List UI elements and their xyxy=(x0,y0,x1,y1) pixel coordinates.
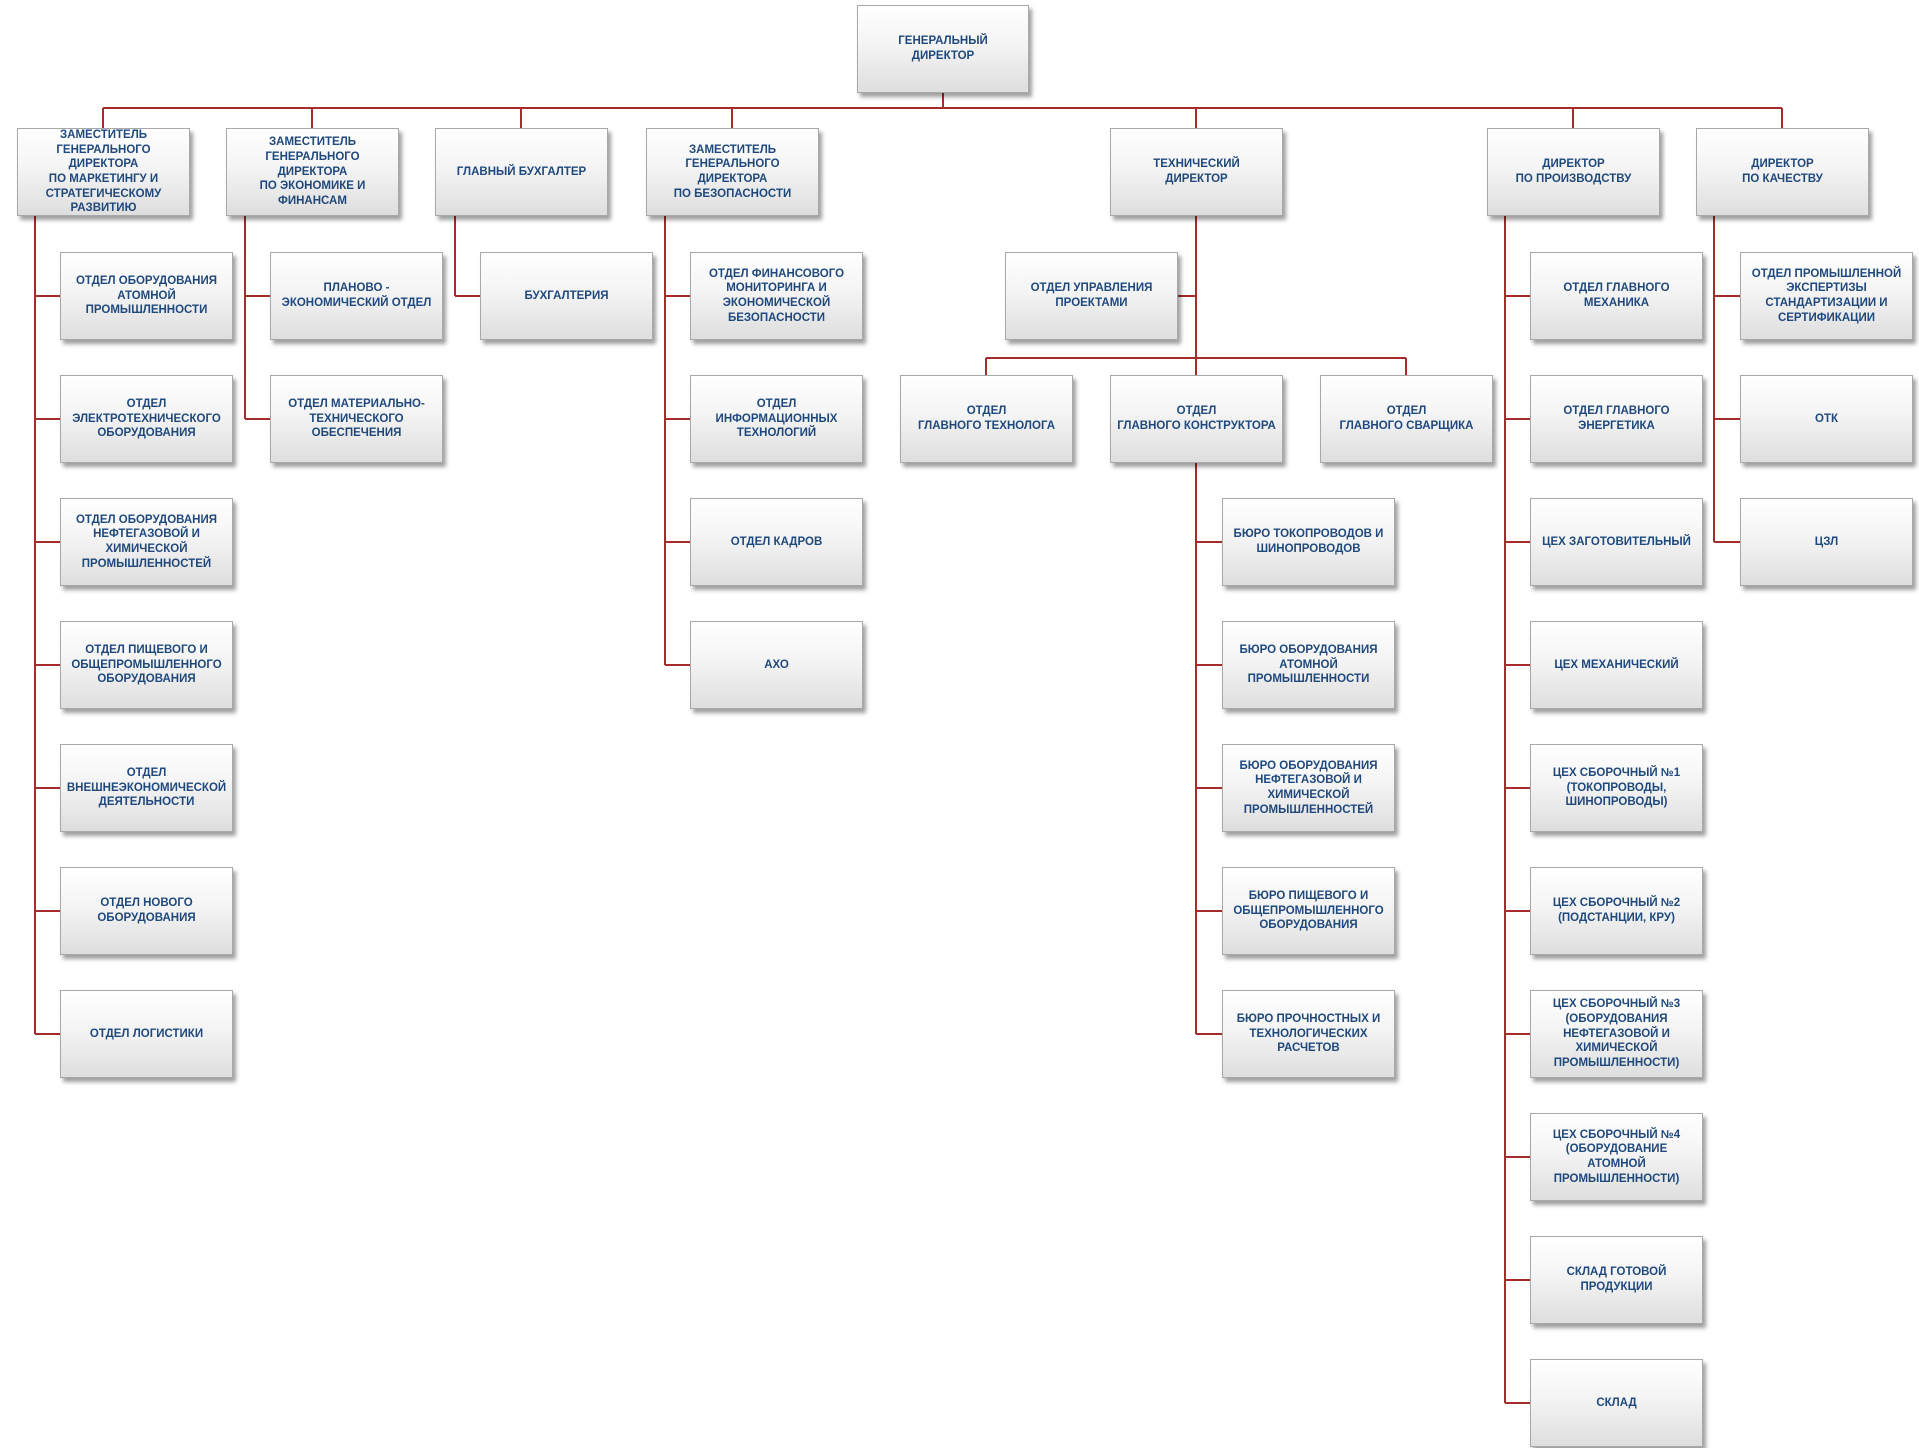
org-node-chief-accountant: ГЛАВНЫЙ БУХГАЛТЕР xyxy=(435,128,608,216)
org-node-s3: ОТДЕЛ КАДРОВ xyxy=(690,498,863,586)
org-node-q3: ЦЗЛ xyxy=(1740,498,1913,586)
org-node-p7: ЦЕХ СБОРОЧНЫЙ №3 (ОБОРУДОВАНИЯ НЕФТЕГАЗО… xyxy=(1530,990,1703,1078)
org-node-e2: ОТДЕЛ МАТЕРИАЛЬНО- ТЕХНИЧЕСКОГО ОБЕСПЕЧЕ… xyxy=(270,375,443,463)
org-node-q1: ОТДЕЛ ПРОМЫШЛЕННОЙ ЭКСПЕРТИЗЫ СТАНДАРТИЗ… xyxy=(1740,252,1913,340)
org-node-label: ОТДЕЛ КАДРОВ xyxy=(730,535,823,548)
org-node-label: ОТДЕЛ ГЛАВНОГО КОНСТРУКТОРА xyxy=(1117,405,1276,432)
org-node-quality-director: ДИРЕКТОР ПО КАЧЕСТВУ xyxy=(1696,128,1869,216)
org-node-p1: ОТДЕЛ ГЛАВНОГО МЕХАНИКА xyxy=(1530,252,1703,340)
org-node-b3: БЮРО ОБОРУДОВАНИЯ НЕФТЕГАЗОВОЙ И ХИМИЧЕС… xyxy=(1222,744,1395,832)
org-node-label: ЦЕХ СБОРОЧНЫЙ №1 (ТОКОПРОВОДЫ, ШИНОПРОВО… xyxy=(1552,766,1681,809)
org-node-label: ОТДЕЛ ГЛАВНОГО МЕХАНИКА xyxy=(1563,282,1670,309)
org-node-label: ДИРЕКТОР ПО ПРОИЗВОДСТВУ xyxy=(1515,158,1632,185)
org-node-prod-director: ДИРЕКТОР ПО ПРОИЗВОДСТВУ xyxy=(1487,128,1660,216)
org-node-p8: ЦЕХ СБОРОЧНЫЙ №4 (ОБОРУДОВАНИЕ АТОМНОЙ П… xyxy=(1530,1113,1703,1201)
org-node-label: ЦЕХ ЗАГОТОВИТЕЛЬНЫЙ xyxy=(1542,535,1691,548)
org-node-label: БЮРО ПИЩЕВОГО И ОБЩЕПРОМЫШЛЕННОГО ОБОРУД… xyxy=(1233,889,1384,932)
org-node-m4: ОТДЕЛ ПИЩЕВОГО И ОБЩЕПРОМЫШЛЕННОГО ОБОРУ… xyxy=(60,621,233,709)
org-node-p9: СКЛАД ГОТОВОЙ ПРОДУКЦИИ xyxy=(1530,1236,1703,1324)
org-node-label: ОТДЕЛ ГЛАВНОГО ТЕХНОЛОГА xyxy=(917,405,1056,432)
org-node-label: ОТК xyxy=(1815,412,1838,425)
org-node-s2: ОТДЕЛ ИНФОРМАЦИОННЫХ ТЕХНОЛОГИЙ xyxy=(690,375,863,463)
org-node-label: ОТДЕЛ ЭЛЕКТРОТЕХНИЧЕСКОГО ОБОРУДОВАНИЯ xyxy=(72,397,221,440)
org-node-label: ОТДЕЛ ОБОРУДОВАНИЯ НЕФТЕГАЗОВОЙ И ХИМИЧЕ… xyxy=(75,513,218,570)
org-node-label: ОТДЕЛ УПРАВЛЕНИЯ ПРОЕКТАМИ xyxy=(1030,282,1153,309)
org-node-s4: АХО xyxy=(690,621,863,709)
org-node-ceo: ГЕНЕРАЛЬНЫЙ ДИРЕКТОР xyxy=(857,5,1029,93)
org-node-label: ОТДЕЛ ЛОГИСТИКИ xyxy=(89,1027,204,1040)
org-node-label: ОТДЕЛ ПИЩЕВОГО И ОБЩЕПРОМЫШЛЕННОГО ОБОРУ… xyxy=(71,643,222,686)
org-node-label: ГЛАВНЫЙ БУХГАЛТЕР xyxy=(456,165,587,178)
org-node-b5: БЮРО ПРОЧНОСТНЫХ И ТЕХНОЛОГИЧЕСКИХ РАСЧЕ… xyxy=(1222,990,1395,1078)
org-node-label: ОТДЕЛ ФИНАНСОВОГО МОНИТОРИНГА И ЭКОНОМИЧ… xyxy=(708,267,845,324)
org-node-p3: ЦЕХ ЗАГОТОВИТЕЛЬНЫЙ xyxy=(1530,498,1703,586)
org-node-label: ПЛАНОВО - ЭКОНОМИЧЕСКИЙ ОТДЕЛ xyxy=(281,282,432,309)
org-node-t-pm: ОТДЕЛ УПРАВЛЕНИЯ ПРОЕКТАМИ xyxy=(1005,252,1178,340)
org-node-p5: ЦЕХ СБОРОЧНЫЙ №1 (ТОКОПРОВОДЫ, ШИНОПРОВО… xyxy=(1530,744,1703,832)
org-node-label: БЮРО ПРОЧНОСТНЫХ И ТЕХНОЛОГИЧЕСКИХ РАСЧЕ… xyxy=(1236,1012,1381,1055)
org-node-label: ЦЕХ СБОРОЧНЫЙ №4 (ОБОРУДОВАНИЕ АТОМНОЙ П… xyxy=(1552,1128,1681,1185)
org-node-label: ЦЗЛ xyxy=(1814,535,1839,548)
org-node-m1: ОТДЕЛ ОБОРУДОВАНИЯ АТОМНОЙ ПРОМЫШЛЕННОСТ… xyxy=(60,252,233,340)
org-node-label: ОТДЕЛ ГЛАВНОГО ЭНЕРГЕТИКА xyxy=(1563,405,1670,432)
org-node-label: СКЛАД ГОТОВОЙ ПРОДУКЦИИ xyxy=(1566,1266,1667,1293)
org-node-p6: ЦЕХ СБОРОЧНЫЙ №2 (ПОДСТАНЦИИ, КРУ) xyxy=(1530,867,1703,955)
org-node-p4: ЦЕХ МЕХАНИЧЕСКИЙ xyxy=(1530,621,1703,709)
org-node-label: ДИРЕКТОР ПО КАЧЕСТВУ xyxy=(1742,158,1823,185)
org-node-b2: БЮРО ОБОРУДОВАНИЯ АТОМНОЙ ПРОМЫШЛЕННОСТИ xyxy=(1222,621,1395,709)
org-node-label: ОТДЕЛ ОБОРУДОВАНИЯ АТОМНОЙ ПРОМЫШЛЕННОСТ… xyxy=(75,274,218,317)
org-node-label: АХО xyxy=(764,658,789,671)
org-node-p2: ОТДЕЛ ГЛАВНОГО ЭНЕРГЕТИКА xyxy=(1530,375,1703,463)
org-node-label: ОТДЕЛ ГЛАВНОГО СВАРЩИКА xyxy=(1339,405,1474,432)
org-node-m6: ОТДЕЛ НОВОГО ОБОРУДОВАНИЯ xyxy=(60,867,233,955)
org-node-m2: ОТДЕЛ ЭЛЕКТРОТЕХНИЧЕСКОГО ОБОРУДОВАНИЯ xyxy=(60,375,233,463)
org-node-label: ЗАМЕСТИТЕЛЬ ГЕНЕРАЛЬНОГО ДИРЕКТОРА ПО ЭК… xyxy=(259,136,366,208)
org-node-tech-director: ТЕХНИЧЕСКИЙ ДИРЕКТОР xyxy=(1110,128,1283,216)
org-node-m3: ОТДЕЛ ОБОРУДОВАНИЯ НЕФТЕГАЗОВОЙ И ХИМИЧЕ… xyxy=(60,498,233,586)
org-node-label: ОТДЕЛ НОВОГО ОБОРУДОВАНИЯ xyxy=(97,897,196,924)
org-node-label: ОТДЕЛ ИНФОРМАЦИОННЫХ ТЕХНОЛОГИЙ xyxy=(715,397,838,440)
org-node-label: БЮРО ОБОРУДОВАНИЯ НЕФТЕГАЗОВОЙ И ХИМИЧЕС… xyxy=(1239,759,1378,816)
org-node-label: ЗАМЕСТИТЕЛЬ ГЕНЕРАЛЬНОГО ДИРЕКТОРА ПО БЕ… xyxy=(673,143,792,200)
org-node-label: СКЛАД xyxy=(1596,1396,1637,1409)
org-node-label: ОТДЕЛ МАТЕРИАЛЬНО- ТЕХНИЧЕСКОГО ОБЕСПЕЧЕ… xyxy=(288,397,425,440)
org-node-b4: БЮРО ПИЩЕВОГО И ОБЩЕПРОМЫШЛЕННОГО ОБОРУД… xyxy=(1222,867,1395,955)
org-node-label: ЦЕХ СБОРОЧНЫЙ №2 (ПОДСТАНЦИИ, КРУ) xyxy=(1552,897,1681,924)
org-node-q2: ОТК xyxy=(1740,375,1913,463)
org-node-m7: ОТДЕЛ ЛОГИСТИКИ xyxy=(60,990,233,1078)
org-node-dep-economy: ЗАМЕСТИТЕЛЬ ГЕНЕРАЛЬНОГО ДИРЕКТОРА ПО ЭК… xyxy=(226,128,399,216)
org-node-label: ЦЕХ МЕХАНИЧЕСКИЙ xyxy=(1554,658,1679,671)
org-node-label: ОТДЕЛ ПРОМЫШЛЕННОЙ ЭКСПЕРТИЗЫ СТАНДАРТИЗ… xyxy=(1751,267,1902,324)
org-node-s1: ОТДЕЛ ФИНАНСОВОГО МОНИТОРИНГА И ЭКОНОМИЧ… xyxy=(690,252,863,340)
org-node-label: БЮРО ОБОРУДОВАНИЯ АТОМНОЙ ПРОМЫШЛЕННОСТИ xyxy=(1239,643,1378,686)
org-node-e1: ПЛАНОВО - ЭКОНОМИЧЕСКИЙ ОТДЕЛ xyxy=(270,252,443,340)
org-node-label: ОТДЕЛ ВНЕШНЕЭКОНОМИЧЕСКОЙ ДЕЯТЕЛЬНОСТИ xyxy=(66,766,227,809)
org-node-label: БЮРО ТОКОПРОВОДОВ И ШИНОПРОВОДОВ xyxy=(1233,528,1384,555)
org-node-label: БУХГАЛТЕРИЯ xyxy=(524,289,609,302)
org-node-p10: СКЛАД xyxy=(1530,1359,1703,1447)
org-node-t-design: ОТДЕЛ ГЛАВНОГО КОНСТРУКТОРА xyxy=(1110,375,1283,463)
org-node-m5: ОТДЕЛ ВНЕШНЕЭКОНОМИЧЕСКОЙ ДЕЯТЕЛЬНОСТИ xyxy=(60,744,233,832)
org-node-dep-security: ЗАМЕСТИТЕЛЬ ГЕНЕРАЛЬНОГО ДИРЕКТОРА ПО БЕ… xyxy=(646,128,819,216)
org-node-label: ГЕНЕРАЛЬНЫЙ ДИРЕКТОР xyxy=(898,35,988,62)
org-node-label: ЗАМЕСТИТЕЛЬ ГЕНЕРАЛЬНОГО ДИРЕКТОРА ПО МА… xyxy=(45,128,162,215)
org-node-label: ТЕХНИЧЕСКИЙ ДИРЕКТОР xyxy=(1153,158,1240,185)
org-node-a1: БУХГАЛТЕРИЯ xyxy=(480,252,653,340)
org-node-dep-marketing: ЗАМЕСТИТЕЛЬ ГЕНЕРАЛЬНОГО ДИРЕКТОРА ПО МА… xyxy=(17,128,190,216)
org-node-t-weld: ОТДЕЛ ГЛАВНОГО СВАРЩИКА xyxy=(1320,375,1493,463)
org-node-b1: БЮРО ТОКОПРОВОДОВ И ШИНОПРОВОДОВ xyxy=(1222,498,1395,586)
org-node-t-tech: ОТДЕЛ ГЛАВНОГО ТЕХНОЛОГА xyxy=(900,375,1073,463)
org-node-label: ЦЕХ СБОРОЧНЫЙ №3 (ОБОРУДОВАНИЯ НЕФТЕГАЗО… xyxy=(1552,998,1681,1070)
